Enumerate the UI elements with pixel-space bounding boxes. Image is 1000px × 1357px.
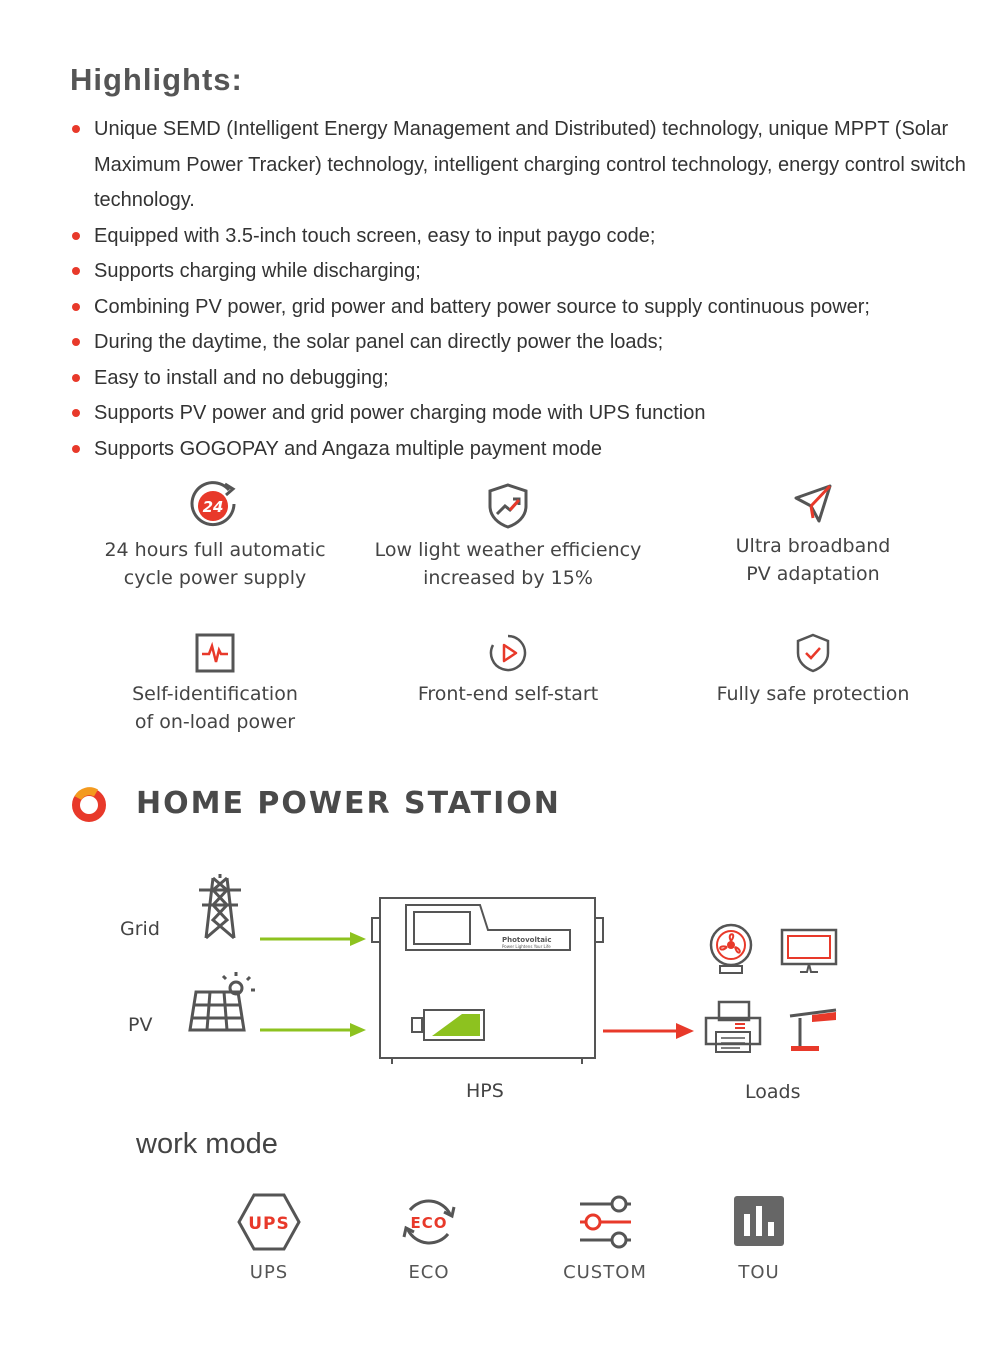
sliders-icon xyxy=(580,1195,631,1249)
pv-arrow xyxy=(260,1023,366,1037)
ups-hexagon-icon: UPS xyxy=(237,1193,301,1251)
list-item: Supports PV power and grid power chargin… xyxy=(70,396,990,432)
mode-label: UPS xyxy=(249,1262,289,1283)
feature-self-identification: Self-identification of on-load power xyxy=(65,632,365,736)
clock-24-icon: 24 xyxy=(190,481,236,527)
mode-custom: CUSTOM xyxy=(535,1192,675,1283)
pulse-monitor-icon xyxy=(195,633,235,673)
list-item: Combining PV power, grid power and batte… xyxy=(70,290,990,326)
monitor-icon xyxy=(780,928,838,973)
feature-label: Fully safe protection xyxy=(716,683,910,705)
feature-24h: 24 24 hours full automatic cycle power s… xyxy=(65,480,365,592)
ring-icon xyxy=(72,787,106,822)
feature-label: Low light weather efficiency increased b… xyxy=(374,539,642,589)
feature-label: Front-end self-start xyxy=(417,683,599,705)
paper-plane-icon xyxy=(794,484,832,523)
power-tower-icon xyxy=(199,874,241,940)
device-brand: Photovoltaic xyxy=(502,936,551,944)
loads-arrow xyxy=(603,1023,694,1039)
bar-chart-icon xyxy=(734,1196,784,1246)
hps-device: Photovoltaic Power Lightens Your Life xyxy=(371,897,604,1064)
list-item: Equipped with 3.5-inch touch screen, eas… xyxy=(70,219,990,255)
feature-self-start: Front-end self-start xyxy=(358,632,658,708)
feature-label: Self-identification of on-load power xyxy=(132,683,298,733)
work-mode-title: work mode xyxy=(136,1128,278,1160)
shield-trend-icon xyxy=(488,483,528,529)
highlights-list: Unique SEMD (Intelligent Energy Manageme… xyxy=(70,112,990,467)
desk-lamp-icon xyxy=(789,1008,837,1051)
list-item: Supports GOGOPAY and Angaza multiple pay… xyxy=(70,432,990,468)
mode-label: TOU xyxy=(738,1262,780,1283)
svg-text:24: 24 xyxy=(203,498,224,516)
list-item: Supports charging while discharging; xyxy=(70,254,990,290)
feature-label: Ultra broadband PV adaptation xyxy=(735,535,891,585)
hps-label: HPS xyxy=(466,1080,504,1102)
mode-label: ECO xyxy=(408,1262,450,1283)
eco-cycle-icon: ECO xyxy=(402,1199,456,1245)
mode-ups: UPS UPS xyxy=(199,1192,339,1283)
fan-icon xyxy=(709,923,753,974)
loads-label: Loads xyxy=(745,1081,801,1103)
eco-badge: ECO xyxy=(410,1214,447,1232)
solar-panel-icon xyxy=(188,972,255,1032)
power-flow-diagram: Photovoltaic Power Lightens Your Life xyxy=(188,874,838,1064)
pv-label: PV xyxy=(128,1014,153,1036)
grid-label: Grid xyxy=(120,918,160,940)
feature-label: 24 hours full automatic cycle power supp… xyxy=(104,539,326,589)
feature-safe-protection: Fully safe protection xyxy=(663,632,963,708)
feature-low-light: Low light weather efficiency increased b… xyxy=(358,482,658,592)
list-item: Unique SEMD (Intelligent Energy Manageme… xyxy=(70,112,990,219)
highlights-title: Highlights: xyxy=(70,62,243,97)
shield-check-icon xyxy=(796,633,830,673)
section-title: HOME POWER STATION xyxy=(136,786,561,821)
mode-eco: ECO ECO xyxy=(359,1192,499,1283)
grid-arrow xyxy=(260,932,366,946)
list-item: During the daytime, the solar panel can … xyxy=(70,325,990,361)
play-circle-icon xyxy=(489,634,527,672)
mode-tou: TOU xyxy=(689,1192,829,1283)
ups-badge: UPS xyxy=(248,1214,290,1234)
printer-icon xyxy=(704,1000,762,1053)
device-slogan: Power Lightens Your Life xyxy=(502,944,551,949)
list-item: Easy to install and no debugging; xyxy=(70,361,990,397)
feature-broadband: Ultra broadband PV adaptation xyxy=(663,482,963,588)
mode-label: CUSTOM xyxy=(563,1262,647,1283)
